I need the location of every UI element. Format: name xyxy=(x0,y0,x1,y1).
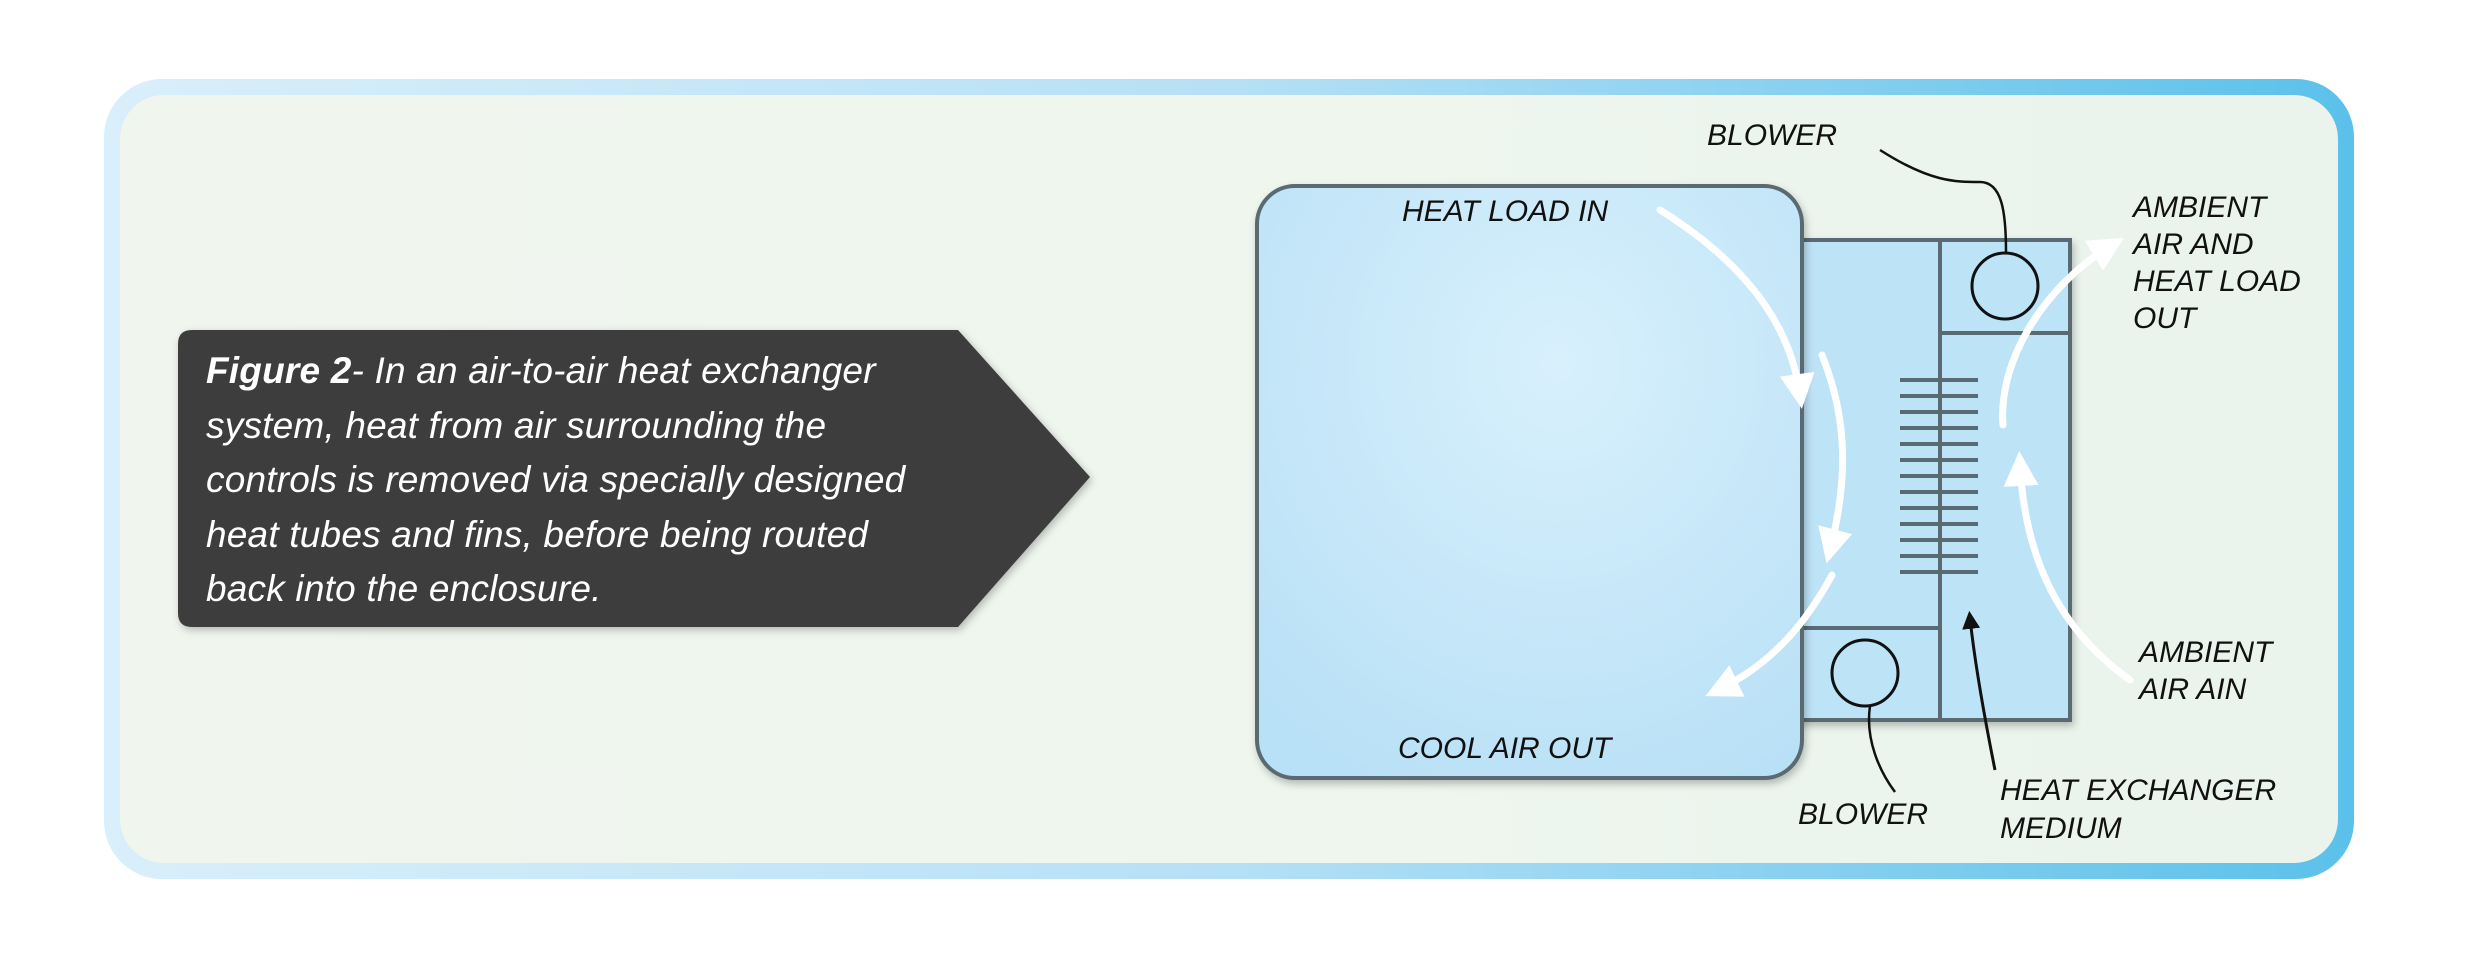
top-blower-leader xyxy=(1879,148,2008,253)
caption-text: Figure 2- In an air-to-air heat exchange… xyxy=(206,344,1026,617)
label-ambient-out-1: AMBIENT xyxy=(2131,191,2269,224)
caption-arrow-shape xyxy=(178,330,1090,627)
enclosure xyxy=(1255,184,1804,780)
label-blower-top: BLOWER xyxy=(1707,119,1837,152)
ambient-in-arrow xyxy=(2003,451,2134,684)
caption-line-2: system, heat from air surrounding the xyxy=(206,404,827,446)
caption-line-4: heat tubes and fins, before being routed xyxy=(206,513,869,555)
cool-air-out-arrow xyxy=(1705,571,1836,697)
heat-load-in-arrow xyxy=(1656,206,1815,409)
medium-leader-arrow xyxy=(1962,610,1997,771)
label-ambient-out-4: OUT xyxy=(2133,302,2199,335)
label-medium-2: MEDIUM xyxy=(2000,812,2122,845)
caption-line-5: back into the enclosure. xyxy=(206,568,602,609)
label-heat-load-in: HEAT LOAD IN xyxy=(1402,195,1608,228)
label-ambient-out-2: AIR AND xyxy=(2131,228,2254,261)
label-ambient-in-2: AIR AIN xyxy=(2137,673,2247,706)
label-cool-air-out: COOL AIR OUT xyxy=(1398,732,1614,765)
top-blower-icon xyxy=(1970,251,2040,321)
caption-line-3: controls is removed via specially design… xyxy=(206,459,906,500)
label-ambient-in-1: AMBIENT xyxy=(2137,636,2275,669)
down-arrow xyxy=(1818,351,1853,564)
caption-line-1: - In an air-to-air heat exchanger xyxy=(351,350,876,391)
figure-label: Figure 2 xyxy=(206,350,352,391)
heat-exchanger-fins xyxy=(1900,378,1978,574)
caption-callout: Figure 2- In an air-to-air heat exchange… xyxy=(178,330,1098,627)
label-blower-bottom: BLOWER xyxy=(1798,798,1928,831)
label-medium-1: HEAT EXCHANGER xyxy=(2000,774,2276,807)
ambient-out-arrow xyxy=(1999,237,2125,429)
label-ambient-out-3: HEAT LOAD xyxy=(2133,265,2301,298)
exchanger-unit xyxy=(1788,238,2072,722)
bottom-blower-icon xyxy=(1830,638,1900,708)
bottom-blower-leader xyxy=(1867,705,1897,793)
airflow-arrows xyxy=(1656,206,2134,697)
